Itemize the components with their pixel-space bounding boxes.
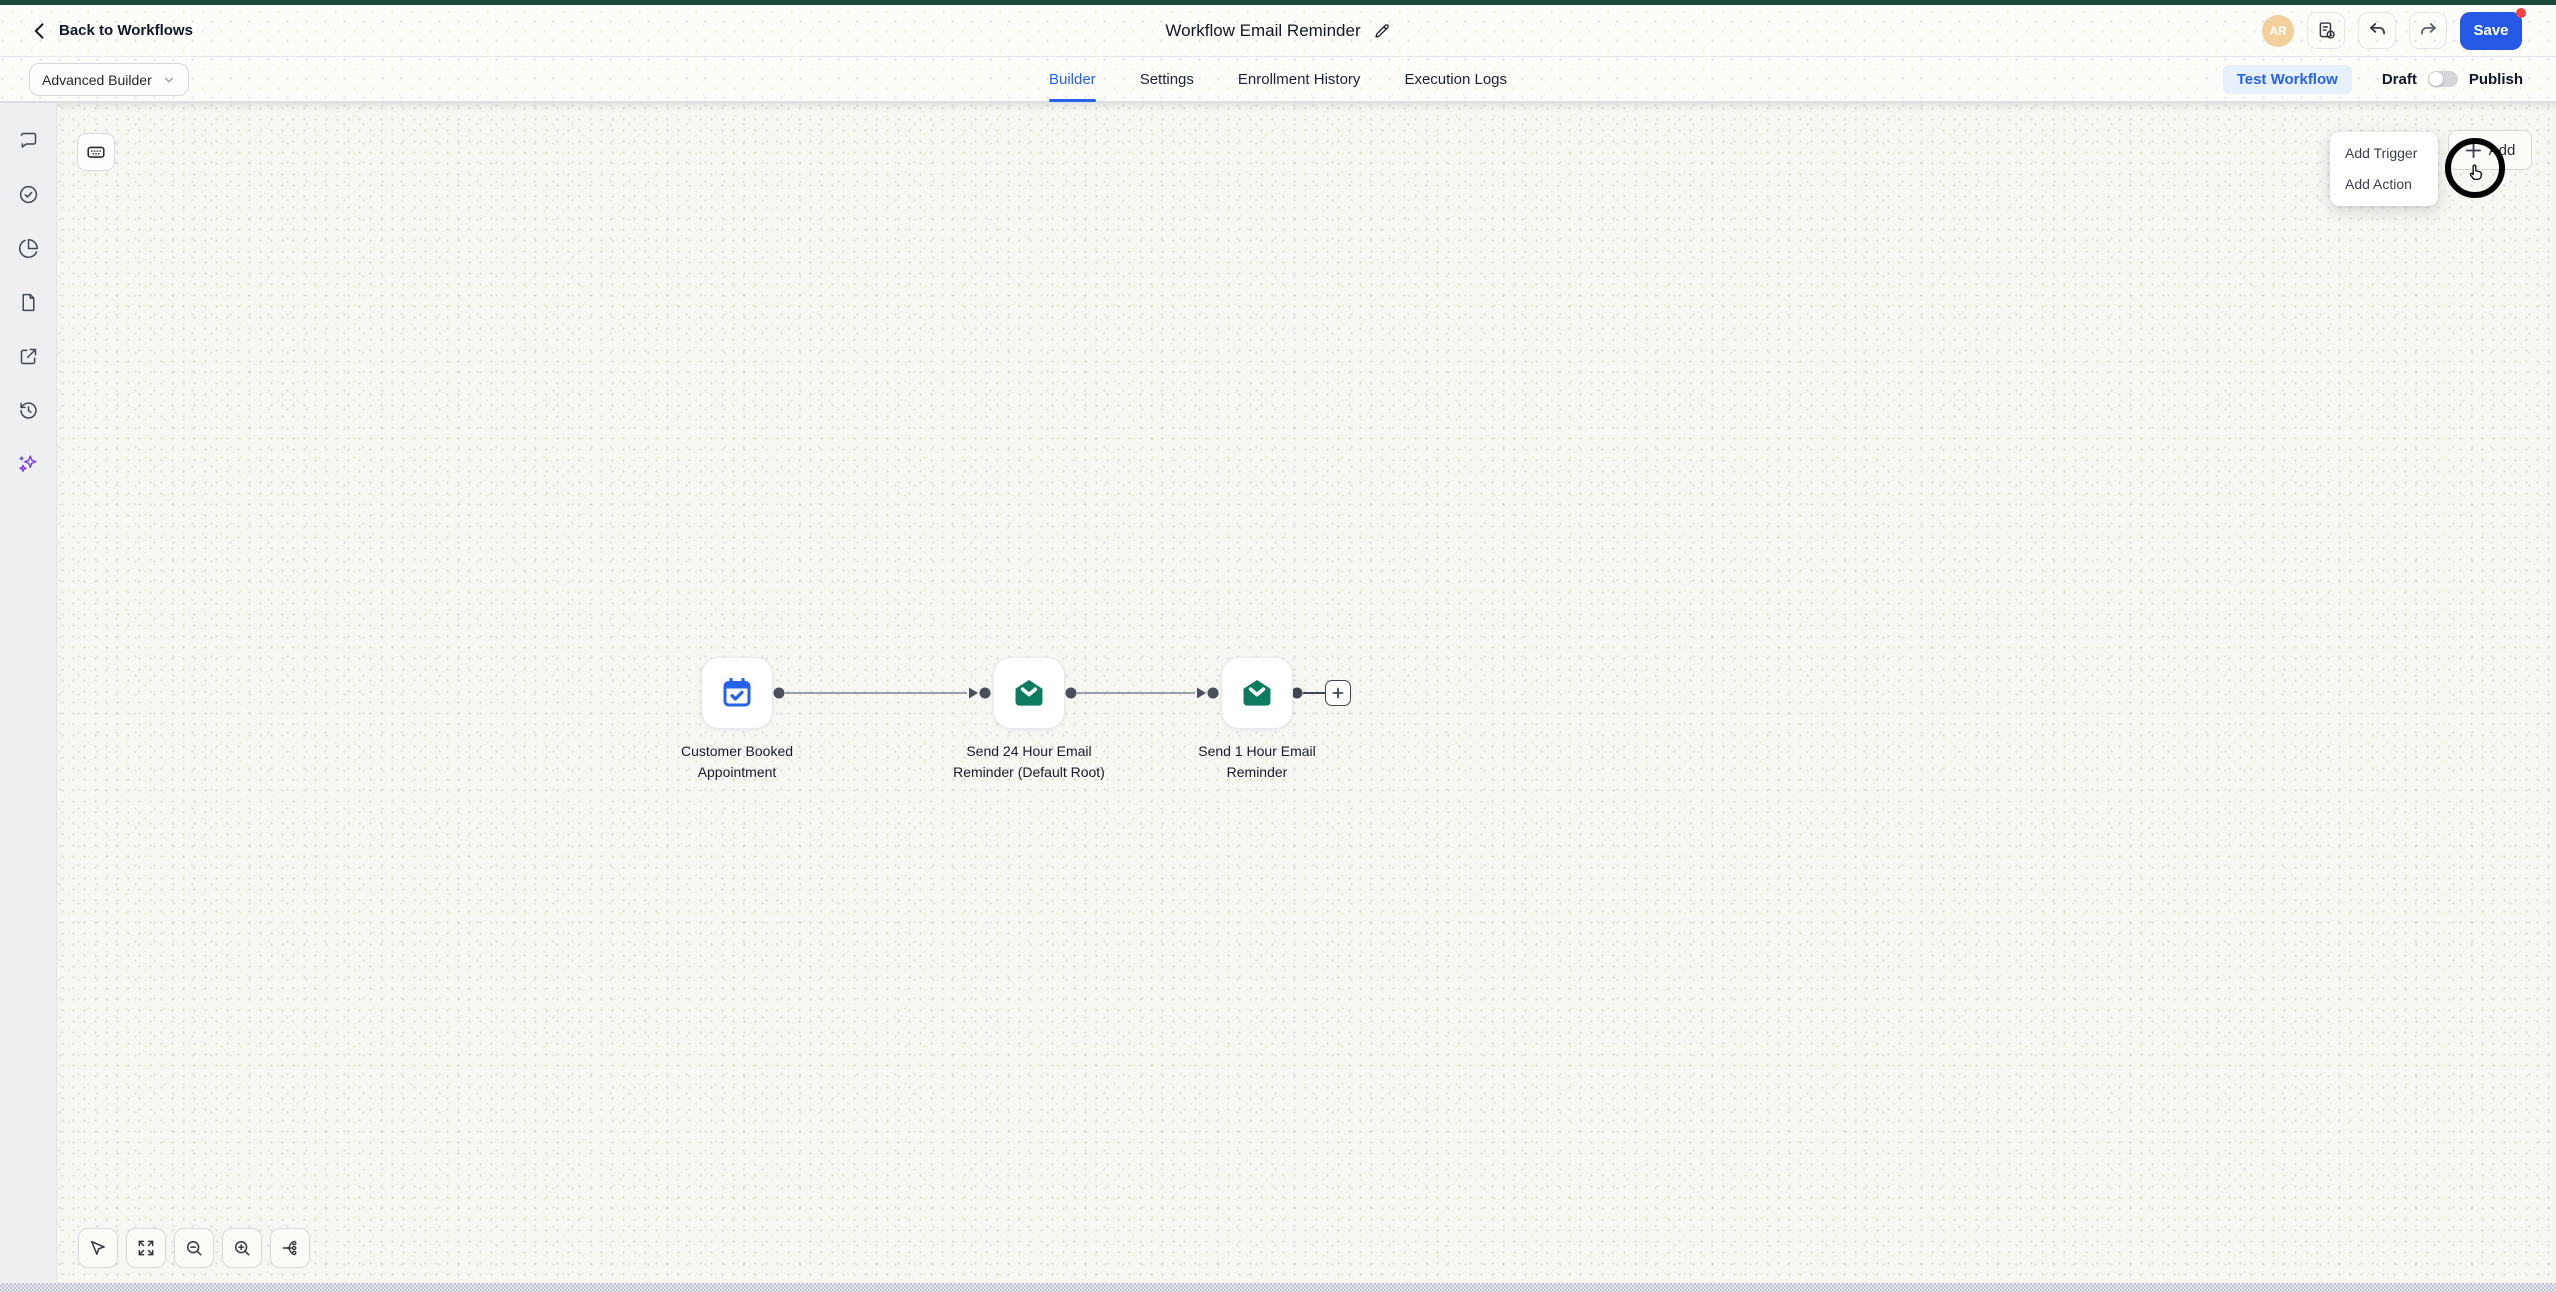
undo-icon bbox=[2369, 23, 2385, 35]
chevron-left-icon bbox=[34, 22, 44, 39]
test-workflow-button[interactable]: Test Workflow bbox=[2222, 64, 2352, 94]
sidebar-item-tasks[interactable] bbox=[15, 181, 41, 207]
tab-builder[interactable]: Builder bbox=[1048, 57, 1096, 102]
avatar[interactable]: AR bbox=[2262, 14, 2294, 47]
toggle-knob bbox=[2428, 72, 2443, 86]
redo-button[interactable] bbox=[2409, 12, 2447, 49]
workflow-connectors bbox=[773, 687, 1327, 699]
add-button-label: Add bbox=[2488, 141, 2516, 159]
action-node-send-24-hour-email[interactable] bbox=[993, 657, 1065, 729]
add-step-button[interactable] bbox=[1325, 680, 1351, 706]
sidebar-item-ai[interactable] bbox=[15, 451, 41, 477]
page-title: Workflow Email Reminder bbox=[1165, 20, 1361, 40]
node-label: Customer Booked Appointment bbox=[680, 743, 794, 780]
sidebar-item-comments[interactable] bbox=[15, 127, 41, 153]
external-link-icon bbox=[20, 348, 36, 364]
action-node-send-1-hour-email[interactable] bbox=[1221, 657, 1293, 729]
main-area: Customer Booked Appointment Send 24 Hour… bbox=[0, 103, 2556, 1283]
tree-layout-icon bbox=[282, 1240, 297, 1256]
calendar-check-icon bbox=[723, 677, 751, 707]
zoom-in-button[interactable] bbox=[222, 1228, 262, 1268]
fit-view-button[interactable] bbox=[126, 1228, 166, 1268]
fit-view-icon bbox=[138, 1240, 154, 1256]
redo-icon bbox=[2420, 23, 2436, 35]
sidebar-item-documents[interactable] bbox=[15, 289, 41, 315]
sidebar-item-external-link[interactable] bbox=[15, 343, 41, 369]
zoom-out-button[interactable] bbox=[174, 1228, 214, 1268]
check-circle-icon bbox=[19, 185, 37, 203]
chevron-down-icon bbox=[164, 77, 173, 82]
save-label: Save bbox=[2473, 22, 2509, 39]
left-sidebar bbox=[0, 103, 57, 1283]
builder-mode-select[interactable]: Advanced Builder bbox=[29, 63, 189, 96]
undo-button[interactable] bbox=[2358, 12, 2396, 49]
email-icon bbox=[1015, 680, 1043, 706]
builder-mode-label: Advanced Builder bbox=[42, 71, 152, 88]
tree-layout-button[interactable] bbox=[270, 1228, 310, 1268]
pie-chart-icon bbox=[18, 238, 38, 258]
plus-icon bbox=[1332, 687, 1344, 699]
workflow-canvas[interactable]: Customer Booked Appointment Send 24 Hour… bbox=[57, 103, 2556, 1283]
node-label: Send 24 Hour Email Reminder (Default Roo… bbox=[953, 743, 1105, 780]
bottom-scroll-track[interactable] bbox=[0, 1283, 2556, 1292]
unsaved-changes-dot bbox=[2516, 7, 2526, 18]
ai-sparkles-icon bbox=[19, 455, 37, 472]
tab-bar: Builder Settings Enrollment History Exec… bbox=[0, 57, 2556, 102]
top-bar-actions: AR Save bbox=[2262, 5, 2526, 56]
history-icon bbox=[19, 401, 37, 419]
zoom-in-icon bbox=[235, 1241, 250, 1256]
builder-toolbar: Advanced Builder Builder Settings Enroll… bbox=[0, 57, 2556, 103]
add-button[interactable]: Add bbox=[2448, 130, 2532, 170]
sidebar-item-history[interactable] bbox=[15, 397, 41, 423]
minimap-toggle-button[interactable] bbox=[77, 133, 115, 171]
edit-title-button[interactable] bbox=[1373, 22, 1391, 40]
node-label: Send 1 Hour Email Reminder bbox=[1198, 743, 1316, 780]
file-icon bbox=[22, 293, 34, 311]
publish-controls: Test Workflow Draft Publish bbox=[2222, 57, 2523, 101]
back-label: Back to Workflows bbox=[59, 22, 193, 39]
comment-icon bbox=[20, 132, 36, 148]
checklist-clock-icon bbox=[2319, 22, 2335, 39]
sidebar-item-stats[interactable] bbox=[15, 235, 41, 261]
tab-enrollment-history[interactable]: Enrollment History bbox=[1237, 70, 1361, 88]
minimap-icon bbox=[87, 146, 105, 158]
email-icon bbox=[1243, 680, 1271, 706]
add-dropdown-menu: Add Trigger Add Action bbox=[2330, 132, 2438, 206]
plus-icon bbox=[2465, 142, 2481, 158]
draft-label: Draft bbox=[2381, 70, 2417, 88]
menu-item-add-trigger[interactable]: Add Trigger bbox=[2345, 145, 2418, 161]
workflow-checklist-button[interactable] bbox=[2307, 12, 2345, 49]
tab-execution-logs[interactable]: Execution Logs bbox=[1404, 70, 1508, 88]
save-button[interactable]: Save bbox=[2460, 7, 2526, 50]
back-to-workflows-link[interactable]: Back to Workflows bbox=[30, 5, 193, 56]
top-bar: Back to Workflows Workflow Email Reminde… bbox=[0, 5, 2556, 57]
trigger-node-customer-booked-appointment[interactable] bbox=[701, 657, 773, 729]
pencil-icon bbox=[1374, 23, 1389, 38]
canvas-toolbar bbox=[78, 1228, 310, 1268]
top-accent-bar bbox=[0, 0, 2556, 5]
select-tool-button[interactable] bbox=[78, 1228, 118, 1268]
cursor-icon bbox=[91, 1241, 105, 1255]
publish-label: Publish bbox=[2468, 70, 2523, 88]
tab-settings[interactable]: Settings bbox=[1139, 70, 1194, 88]
zoom-out-icon bbox=[187, 1241, 202, 1256]
publish-toggle[interactable] bbox=[2427, 71, 2458, 87]
title-area: Workflow Email Reminder bbox=[0, 5, 2556, 56]
menu-item-add-action[interactable]: Add Action bbox=[2345, 176, 2412, 192]
